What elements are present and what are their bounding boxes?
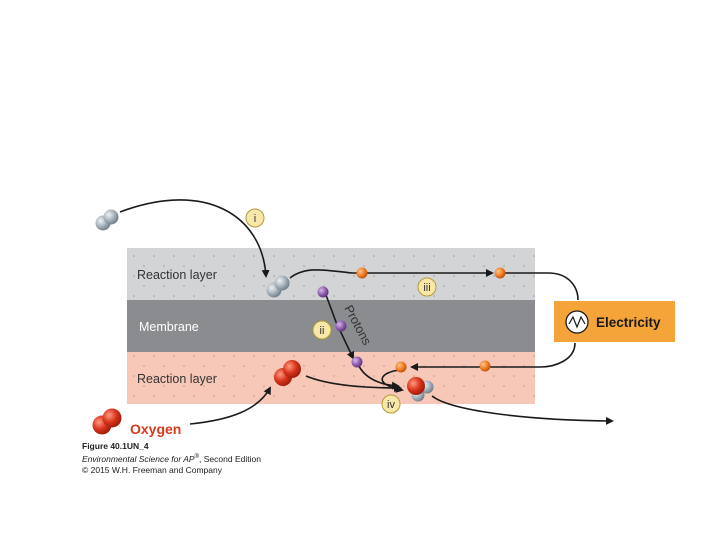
step-badge-ii: ii [312,320,332,340]
book-title: Environmental Science for AP [82,453,195,464]
step-label-iv: iv [387,399,395,411]
oxygen-molecule-icon [92,408,122,435]
oxygen-to-water-arrow [305,375,402,392]
hydrogen-molecule-icon [95,209,119,231]
top-layer-label: Reaction layer [137,268,217,282]
proton-path-arrow [325,294,355,360]
proton-icon [335,320,347,332]
membrane-label: Membrane [139,320,199,334]
bottom-reaction-layer: Reaction layer [127,352,535,404]
bottom-layer-label: Reaction layer [137,372,217,386]
ac-source-icon [565,310,589,334]
step-label-i: i [254,213,256,225]
copyright-line: © 2015 W.H. Freeman and Company [82,464,222,475]
book-title-sup: ® [194,454,200,460]
oxygen-molecule-at-layer-icon [274,360,301,386]
step-label-iii: iii [423,282,430,294]
water-molecule-icon [407,377,434,402]
step-badge-i: i [245,208,265,228]
hydrogen-input-arrow [119,199,270,278]
step-badge-iv: iv [381,394,401,414]
step-label-ii: ii [320,325,325,337]
proton-icon [351,356,363,368]
electron-icon [395,361,407,373]
step-badge-iii: iii [417,277,437,297]
book-edition: , Second Edition [199,453,261,464]
electron-icon [479,360,491,372]
water-output-arrow [431,395,614,425]
figure-caption: Figure 40.1UN_4 Environmental Science fo… [82,441,261,476]
top-reaction-layer: Reaction layer [127,248,535,300]
proton-icon [317,286,329,298]
flow-arrows [119,199,614,425]
oxygen-input-arrow [189,386,271,425]
oxygen-label: Oxygen [130,421,181,437]
proton-to-water-arrow [357,363,400,390]
hydrogen-molecule-at-layer-icon [266,275,290,298]
electricity-box: Electricity [554,301,675,342]
electricity-label: Electricity [596,315,661,330]
figure-number: Figure 40.1UN_4 [82,441,149,451]
book-citation: Environmental Science for AP®, Second Ed… [82,452,261,465]
electron-icon [356,267,368,279]
external-circuit-bottom-arrow [410,342,576,371]
electron-path-arrow [289,269,494,279]
electron-icon [494,267,506,279]
external-circuit-top-arrow [505,272,579,301]
